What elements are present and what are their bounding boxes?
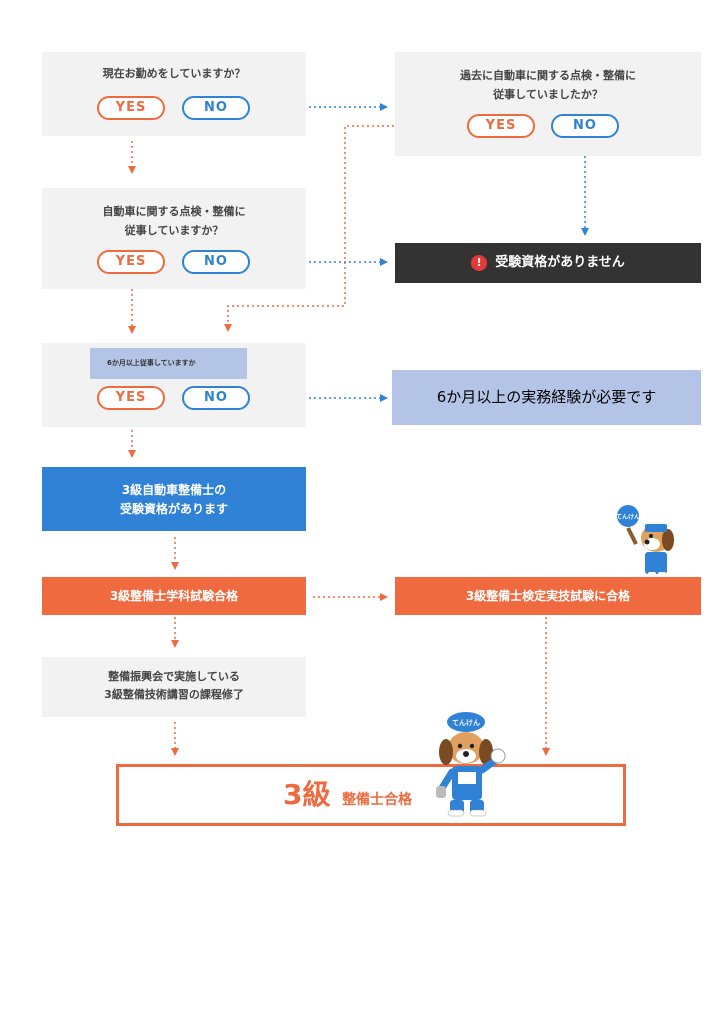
mascot-large-icon: てんけん (436, 710, 506, 817)
mascot-small-icon: てんけん (615, 503, 674, 577)
question-text: 6か月以上従事していますか (107, 359, 196, 367)
course-box: 整備振興会で実施している 3級整備技術講習の課程修了 (42, 657, 306, 717)
eligible-text-line2: 受験資格があります (119, 502, 228, 516)
svg-text:てんけん: てんけん (452, 719, 480, 727)
final-grade: 3級 (283, 778, 331, 811)
eligible-text-line1: 3級自動車整備士の (121, 483, 227, 497)
yes-button[interactable]: YES (467, 114, 535, 138)
question-box-past-experience: 過去に自動車に関する点検・整備に 従事していましたか？ YES NO (395, 52, 701, 156)
course-text-line1: 整備振興会で実施している (108, 670, 240, 683)
no-button[interactable]: NO (182, 250, 250, 274)
no-button[interactable]: NO (182, 96, 250, 120)
final-label: 整備士合格 (342, 792, 413, 808)
course-text-line2: 3級整備技術講習の課程修了 (104, 688, 244, 701)
question-text: 現在お勤めをしていますか？ (102, 67, 246, 80)
question-label: 6か月以上従事していますか (90, 348, 247, 379)
eligible-box: 3級自動車整備士の 受験資格があります (42, 467, 306, 531)
question-text-line1: 過去に自動車に関する点検・整備に (460, 69, 636, 82)
question-box-current-job: 現在お勤めをしていますか？ YES NO (42, 52, 306, 136)
exclamation-circle-icon: ! (471, 255, 488, 271)
written-exam-box: 3級整備士学科試験合格 (42, 577, 306, 615)
no-button[interactable]: NO (182, 386, 250, 410)
final-result-text: 3級 整備士合格 (283, 767, 412, 828)
yes-button[interactable]: YES (97, 386, 165, 410)
yes-button[interactable]: YES (97, 250, 165, 274)
practical-exam-text: 3級整備士検定実技試験に合格 (465, 589, 631, 603)
question-box-six-months: 6か月以上従事していますか YES NO (42, 343, 306, 427)
experience-required-text: 6か月以上の実務経験が必要です (436, 388, 657, 406)
no-eligibility-box: ! 受験資格がありません (395, 243, 701, 283)
practical-exam-box: 3級整備士検定実技試験に合格 (395, 577, 701, 615)
no-eligibility-text: 受験資格がありません (495, 255, 625, 270)
no-button[interactable]: NO (551, 114, 619, 138)
yes-button[interactable]: YES (97, 96, 165, 120)
question-text-line2: 従事していましたか？ (493, 88, 603, 101)
mascot-cap-text: てんけん (616, 514, 640, 521)
written-exam-text: 3級整備士学科試験合格 (109, 589, 239, 603)
question-text-line1: 自動車に関する点検・整備に (102, 205, 246, 218)
question-text-line2: 従事していますか？ (124, 224, 224, 237)
final-result-box: 3級 整備士合格 (116, 764, 626, 826)
question-box-current-experience: 自動車に関する点検・整備に 従事していますか？ YES NO (42, 188, 306, 289)
experience-required-box: 6か月以上の実務経験が必要です (392, 370, 701, 425)
